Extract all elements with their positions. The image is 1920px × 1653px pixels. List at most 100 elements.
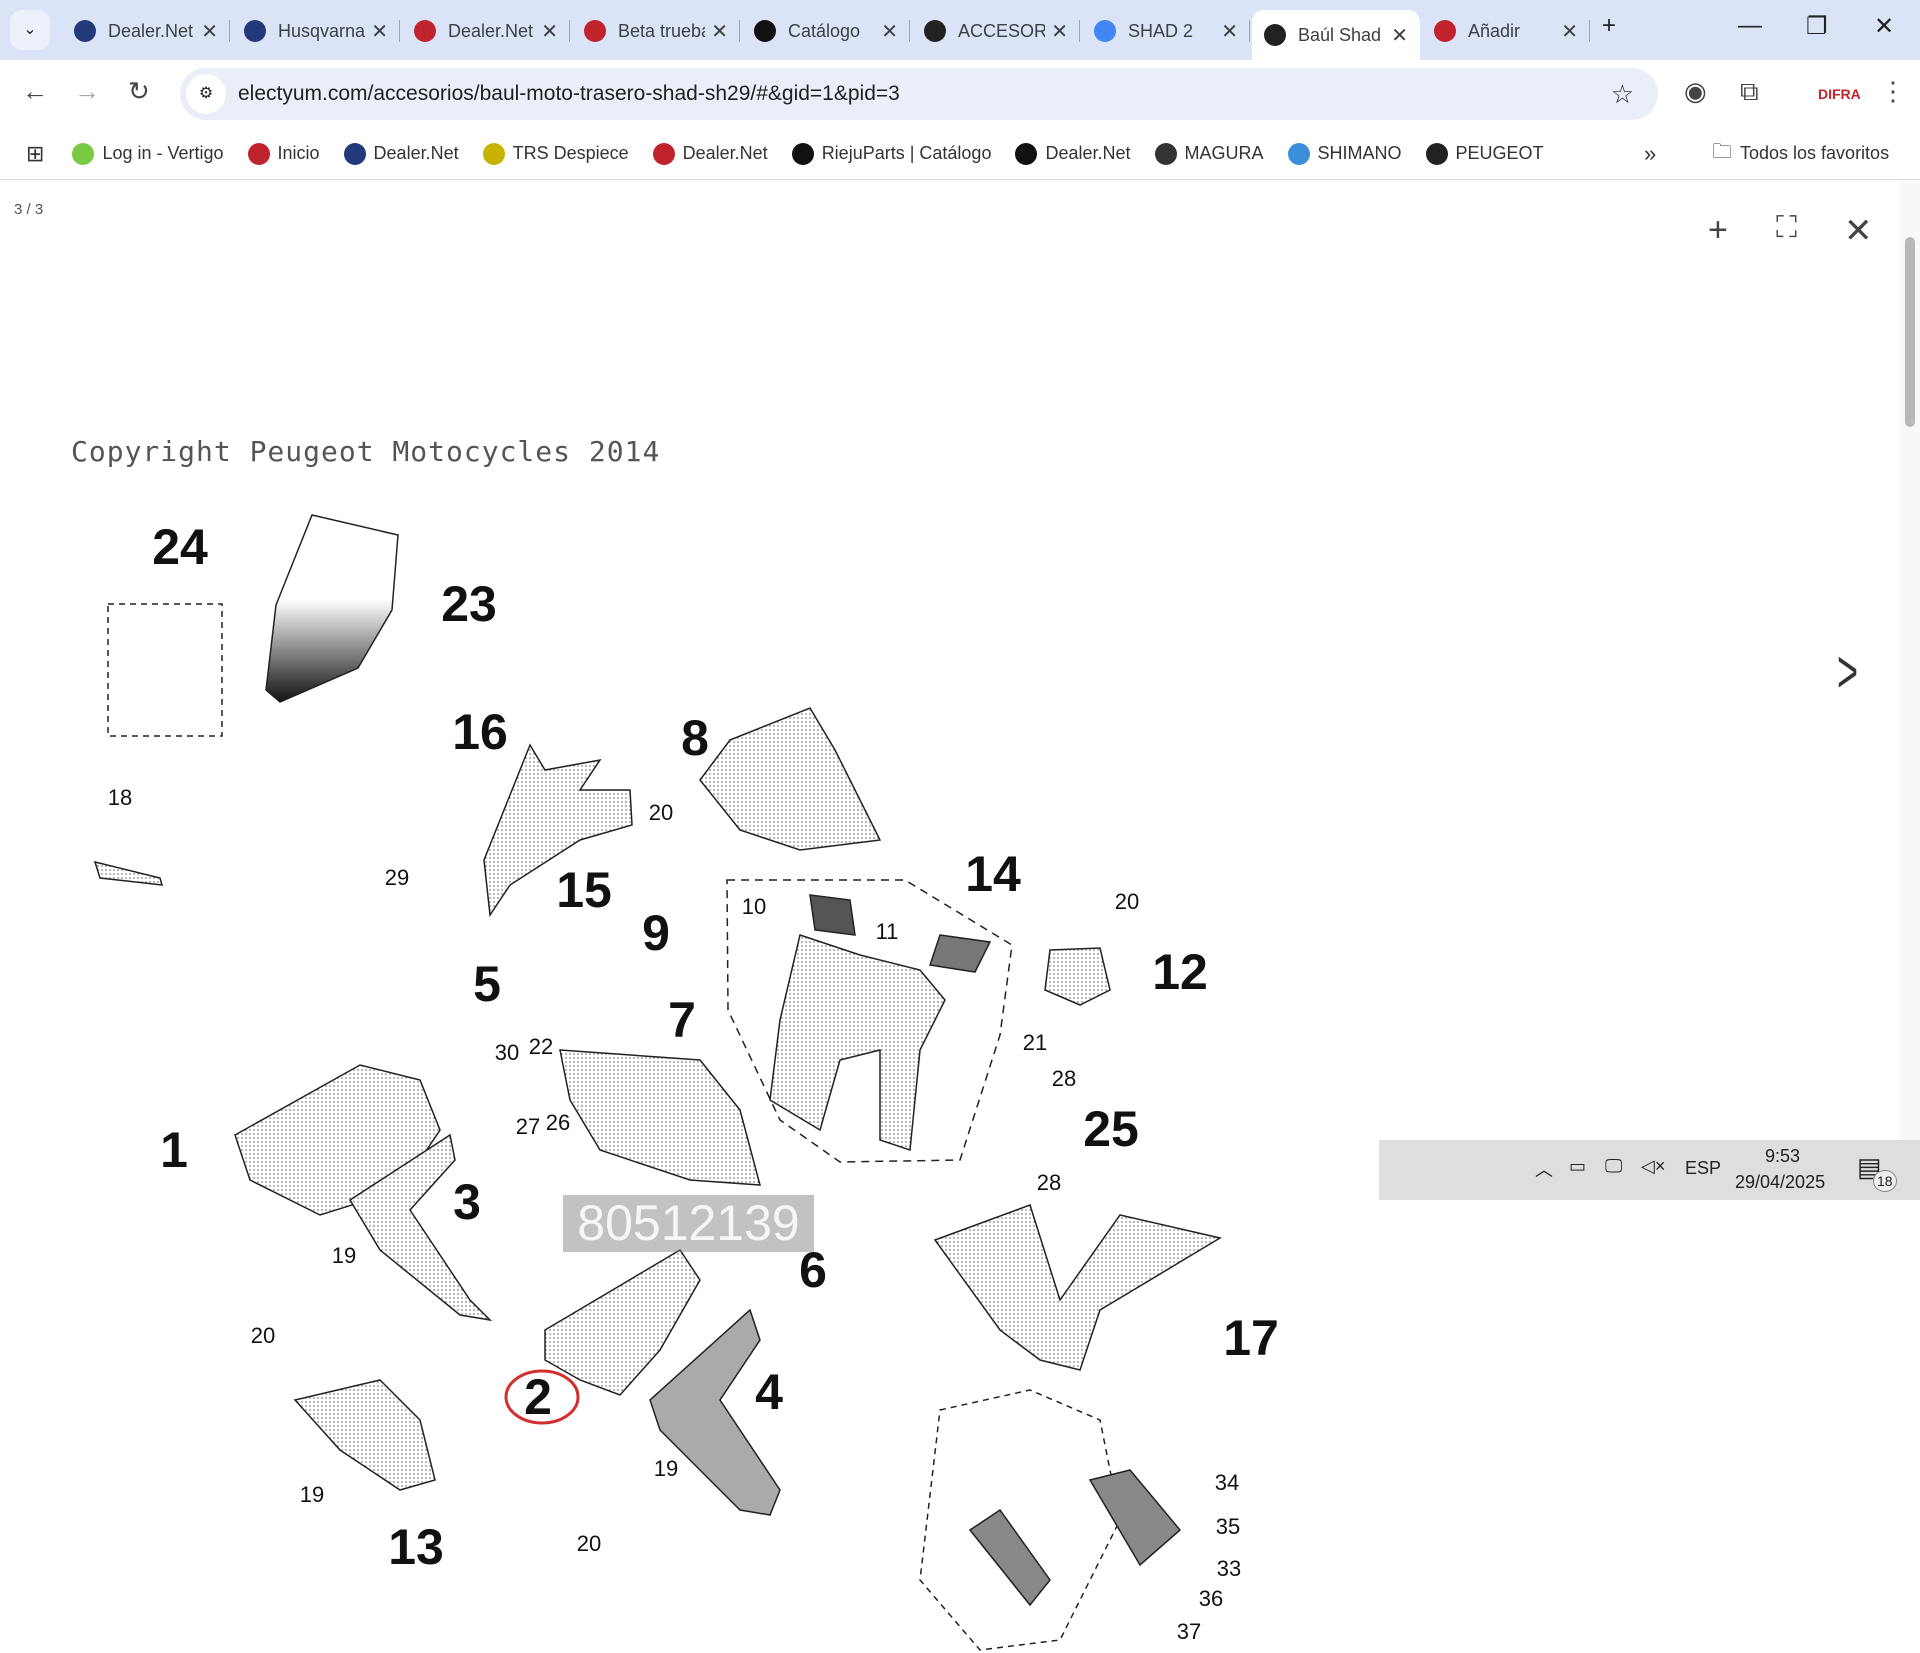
minimize-button[interactable]: — (1738, 12, 1762, 39)
watermark: 80512139 (563, 1195, 814, 1252)
part-number-label: 5 (473, 956, 501, 1012)
bookmark-label: Dealer.Net (1045, 143, 1131, 163)
part-number-label: 14 (965, 846, 1021, 902)
language-indicator[interactable]: ESP (1685, 1158, 1722, 1178)
bookmark-item[interactable]: MAGURA (1154, 142, 1264, 165)
part-13 (293, 1379, 436, 1491)
bookmark-item[interactable]: Inicio (247, 142, 320, 165)
browser-tab[interactable]: ACCESORIOS✕ (912, 10, 1080, 52)
bookmark-label: Inicio (277, 143, 320, 163)
close-tab-icon[interactable]: ✕ (541, 20, 558, 43)
menu-icon[interactable]: ⋮ (1880, 76, 1906, 106)
tab-favicon-icon (754, 20, 776, 42)
close-tab-icon[interactable]: ✕ (371, 20, 388, 43)
part-18 (93, 860, 164, 886)
browser-tab[interactable]: Añadir✕ (1422, 10, 1590, 52)
part-number-label: 4 (755, 1364, 783, 1420)
part-3 (348, 1133, 493, 1322)
tab-favicon-icon (74, 20, 96, 42)
bookmark-item[interactable]: PEUGEOT (1425, 142, 1544, 165)
part-number-label: 6 (799, 1242, 827, 1298)
bookmark-item[interactable]: Log in - Vertigo (72, 142, 224, 165)
close-lightbox-button[interactable]: ✕ (1844, 212, 1873, 250)
close-tab-icon[interactable]: ✕ (1561, 20, 1578, 43)
forward-button[interactable]: → (74, 76, 100, 106)
browser-tab[interactable]: Baúl Shad✕ (1252, 10, 1420, 60)
difra-extension-icon[interactable]: DIFRA (1818, 86, 1861, 102)
apps-icon[interactable]: ⊞ (26, 140, 45, 166)
close-tab-icon[interactable]: ✕ (1221, 20, 1238, 43)
camera-icon[interactable]: ▭ (1569, 1156, 1587, 1176)
bookmark-item[interactable]: TRS Despiece (482, 142, 629, 165)
network-icon[interactable]: 🖵 (1605, 1156, 1623, 1176)
close-tab-icon[interactable]: ✕ (201, 20, 218, 43)
browser-tab[interactable]: SHAD 2✕ (1082, 10, 1250, 52)
close-tab-icon[interactable]: ✕ (881, 20, 898, 43)
folder-icon: 🗀 (1712, 140, 1732, 163)
back-button[interactable]: ← (22, 76, 48, 106)
volume-muted-icon[interactable]: ◁× (1641, 1156, 1666, 1176)
browser-tab[interactable]: Beta trueba✕ (572, 10, 740, 52)
close-tab-icon[interactable]: ✕ (1051, 20, 1068, 43)
part-9 (769, 934, 946, 1152)
address-bar[interactable]: ⚙ electyum.com/accesorios/baul-moto-tras… (180, 68, 1658, 120)
all-bookmarks-folder[interactable]: 🗀 Todos los favoritos (1712, 137, 1889, 171)
new-tab-button[interactable]: + (1602, 12, 1617, 39)
clock-date[interactable]: 29/04/2025 (1735, 1172, 1826, 1192)
bookmark-label: MAGURA (1184, 143, 1264, 163)
bookmark-favicon-icon (1154, 142, 1177, 165)
bookmark-label: SHIMANO (1317, 143, 1402, 163)
next-image-button[interactable]: > (1837, 638, 1859, 705)
url-text[interactable]: electyum.com/accesorios/baul-moto-traser… (238, 82, 900, 105)
scrollbar-thumb[interactable] (1905, 237, 1915, 427)
page-scrollbar[interactable] (1900, 181, 1920, 1141)
show-hidden-icons[interactable]: ︿ (1535, 1160, 1553, 1180)
close-window-button[interactable]: ✕ (1874, 13, 1895, 40)
part-number-label: 21 (1022, 1030, 1048, 1055)
bookmark-item[interactable]: RiejuParts | Catálogo (791, 142, 991, 165)
tab-title: Husqvarna (278, 20, 366, 41)
tab-search-button[interactable]: ⌄ (10, 10, 50, 50)
bookmark-item[interactable]: Dealer.Net (1015, 142, 1131, 165)
part-24-kit (107, 603, 223, 737)
copyright-text: Copyright Peugeot Motocycles 2014 (71, 435, 661, 468)
bookmarks-bar: ⊞ Log in - Vertigo Inicio Dealer.Net TRS De… (0, 128, 1920, 180)
browser-tab[interactable]: Dealer.Net✕ (62, 10, 230, 52)
image-counter: 3 / 3 (14, 201, 44, 218)
part-number-label: 20 (648, 800, 674, 825)
tab-title: ACCESORIOS (958, 20, 1046, 41)
reload-button[interactable]: ↻ (128, 76, 150, 106)
part-number-label: 10 (741, 894, 767, 919)
browser-tab[interactable]: Dealer.Net✕ (402, 10, 570, 52)
part-12 (1044, 947, 1111, 1006)
bookmark-favicon-icon (791, 142, 814, 165)
part-number-label: 20 (576, 1531, 602, 1556)
zoom-in-button[interactable]: + (1708, 211, 1728, 249)
bookmark-item[interactable]: Dealer.Net (652, 142, 768, 165)
extensions-icon[interactable]: ⧉ (1740, 76, 1759, 106)
browser-tab[interactable]: Husqvarna✕ (232, 10, 400, 52)
clock-time[interactable]: 9:53 (1765, 1146, 1801, 1166)
highlight-circle (504, 1369, 580, 1425)
part-number-label: 20 (1114, 889, 1140, 914)
part-11 (929, 934, 992, 973)
tab-favicon-icon (1434, 20, 1456, 42)
more-bookmarks-button[interactable]: » (1644, 140, 1657, 166)
browser-tab[interactable]: Catálogo✕ (742, 10, 910, 52)
site-info-icon[interactable]: ⚙ (186, 74, 226, 114)
close-tab-icon[interactable]: ✕ (1391, 24, 1408, 47)
part-number-label: 7 (668, 992, 696, 1048)
bookmark-star-icon[interactable]: ☆ (1610, 78, 1634, 109)
bookmark-item[interactable]: Dealer.Net (343, 142, 459, 165)
part-number-label: 18 (107, 785, 133, 810)
part-number-label: 8 (681, 710, 709, 766)
bookmark-favicon-icon (1015, 142, 1038, 165)
close-tab-icon[interactable]: ✕ (711, 20, 728, 43)
profile-extension-icon[interactable]: ◉ (1684, 76, 1707, 106)
fullscreen-button[interactable]: ⛶ (1776, 211, 1797, 244)
bookmark-favicon-icon (1425, 142, 1448, 165)
tab-strip: ⌄ Dealer.Net✕Husqvarna✕Dealer.Net✕Beta t… (0, 0, 1920, 60)
restore-button[interactable]: ❐ (1806, 13, 1828, 40)
part-number-label: 12 (1152, 944, 1208, 1000)
bookmark-item[interactable]: SHIMANO (1287, 142, 1402, 165)
